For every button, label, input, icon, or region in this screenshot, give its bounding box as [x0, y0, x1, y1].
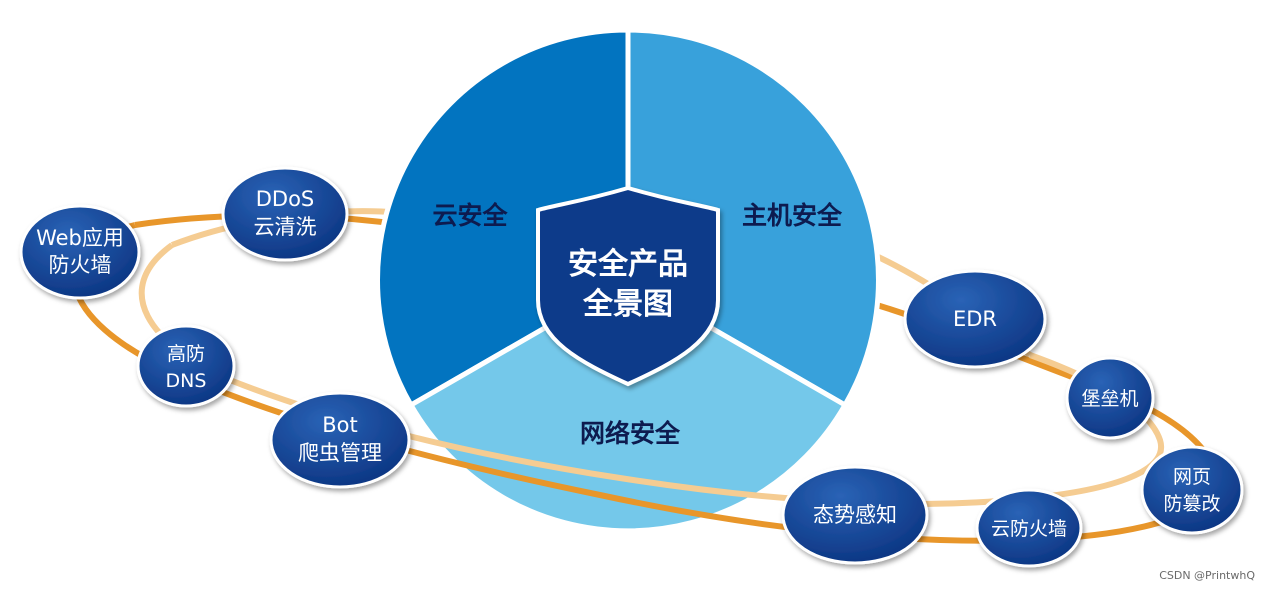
segment-label-network: 网络安全: [580, 419, 681, 448]
node-firewall: 云防火墙: [975, 488, 1083, 568]
node-dns: 高防 DNS: [136, 324, 236, 408]
node-firewall-line1: 云防火墙: [991, 518, 1067, 540]
center-title-line1: 安全产品: [568, 247, 688, 282]
node-dns-line2: DNS: [166, 370, 207, 392]
node-situation: 态势感知: [781, 465, 929, 565]
node-edr-line1: EDR: [953, 307, 997, 331]
node-bot-line1: Bot: [322, 413, 358, 437]
shield-icon: [536, 185, 720, 387]
node-waf-line1: Web应用: [36, 226, 124, 250]
node-situation-line1: 态势感知: [813, 503, 897, 527]
node-edr: EDR: [903, 269, 1047, 369]
node-tamper: 网页 防篡改: [1140, 445, 1244, 535]
node-tamper-line2: 防篡改: [1163, 493, 1220, 515]
node-waf: Web应用 防火墙: [19, 204, 141, 300]
node-dns-line1: 高防: [167, 343, 205, 365]
watermark-text: CSDN @PrintwhQ: [1159, 569, 1255, 582]
segment-label-host: 主机安全: [742, 201, 843, 230]
node-tamper-line1: 网页: [1173, 466, 1211, 488]
node-bot-line2: 爬虫管理: [298, 441, 382, 465]
center-title-line2: 全景图: [582, 287, 673, 322]
node-bastion: 堡垒机: [1065, 356, 1155, 440]
segment-label-cloud: 云安全: [432, 201, 508, 230]
node-ddos: DDoS 云清洗: [221, 166, 349, 262]
node-bastion-line1: 堡垒机: [1081, 388, 1138, 410]
node-ddos-line1: DDoS: [256, 187, 315, 211]
node-ddos-line2: 云清洗: [254, 215, 317, 239]
node-bot: Bot 爬虫管理: [269, 391, 411, 489]
node-waf-line2: 防火墙: [49, 253, 112, 277]
